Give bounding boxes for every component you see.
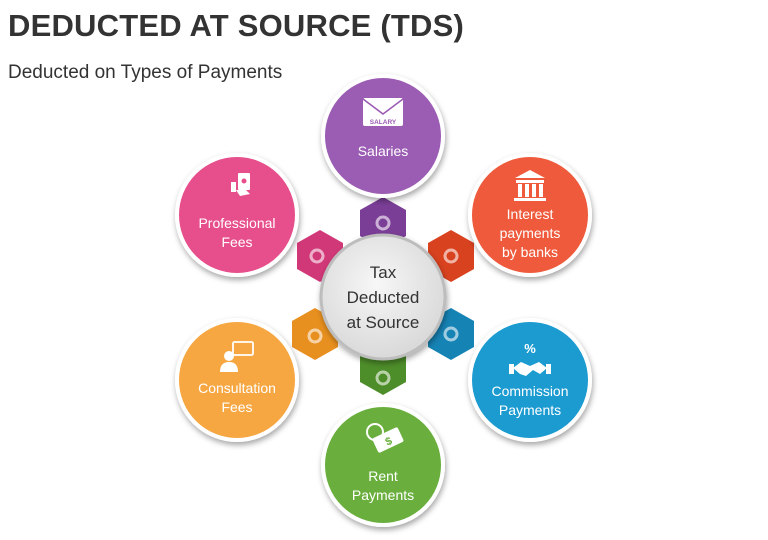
center-label-line-2: Deducted — [347, 288, 420, 307]
bank-icon — [514, 170, 546, 201]
node-salaries-circle — [321, 74, 445, 198]
node-interest: Interest payments by banks — [468, 153, 592, 277]
node-interest-circle — [468, 153, 592, 277]
cash-hand-icon — [231, 173, 250, 196]
page-subtitle: Deducted on Types of Payments — [8, 62, 283, 83]
node-consultation-label-line-1: Consultation — [198, 380, 276, 396]
node-salaries-label: Salaries — [358, 143, 409, 159]
node-rent-label-line-2: Payments — [352, 487, 414, 503]
node-commission-label-line-2: Payments — [499, 402, 561, 418]
svg-text:%: % — [524, 341, 536, 356]
center-label-line-1: Tax — [370, 263, 397, 282]
node-interest-label-line-1: Interest — [507, 206, 554, 222]
center-node: Tax Deducted at Source — [319, 233, 447, 361]
node-consultation-circle — [175, 318, 299, 442]
node-commission-circle — [468, 318, 592, 442]
node-commission: % Commission Payments — [468, 318, 592, 442]
node-professional-circle — [175, 153, 299, 277]
node-professional: Professional Fees — [175, 153, 299, 277]
money-bill-icon: $ — [366, 423, 404, 453]
handshake-percent-icon: % — [509, 341, 551, 376]
node-interest-label-line-2: payments — [500, 225, 561, 241]
node-rent-label-line-1: Rent — [368, 468, 398, 484]
node-commission-label-line-1: Commission — [491, 383, 568, 399]
node-consultation: Consultation Fees — [175, 318, 299, 442]
center-label-line-3: at Source — [347, 313, 420, 332]
svg-text:$: $ — [384, 435, 395, 448]
node-interest-label-line-3: by banks — [502, 244, 558, 260]
node-professional-label-line-1: Professional — [198, 215, 275, 231]
consultant-icon — [220, 341, 254, 372]
node-rent-circle — [321, 403, 445, 527]
node-professional-label-line-2: Fees — [221, 234, 252, 250]
salary-envelope-icon: SALARY — [362, 98, 404, 126]
node-rent: $ Rent Payments — [321, 403, 445, 527]
node-salaries: SALARY Salaries — [321, 74, 445, 198]
node-consultation-label-line-2: Fees — [221, 399, 252, 415]
svg-text:SALARY: SALARY — [370, 119, 397, 126]
page-title: DEDUCTED AT SOURCE (TDS) — [8, 8, 465, 43]
